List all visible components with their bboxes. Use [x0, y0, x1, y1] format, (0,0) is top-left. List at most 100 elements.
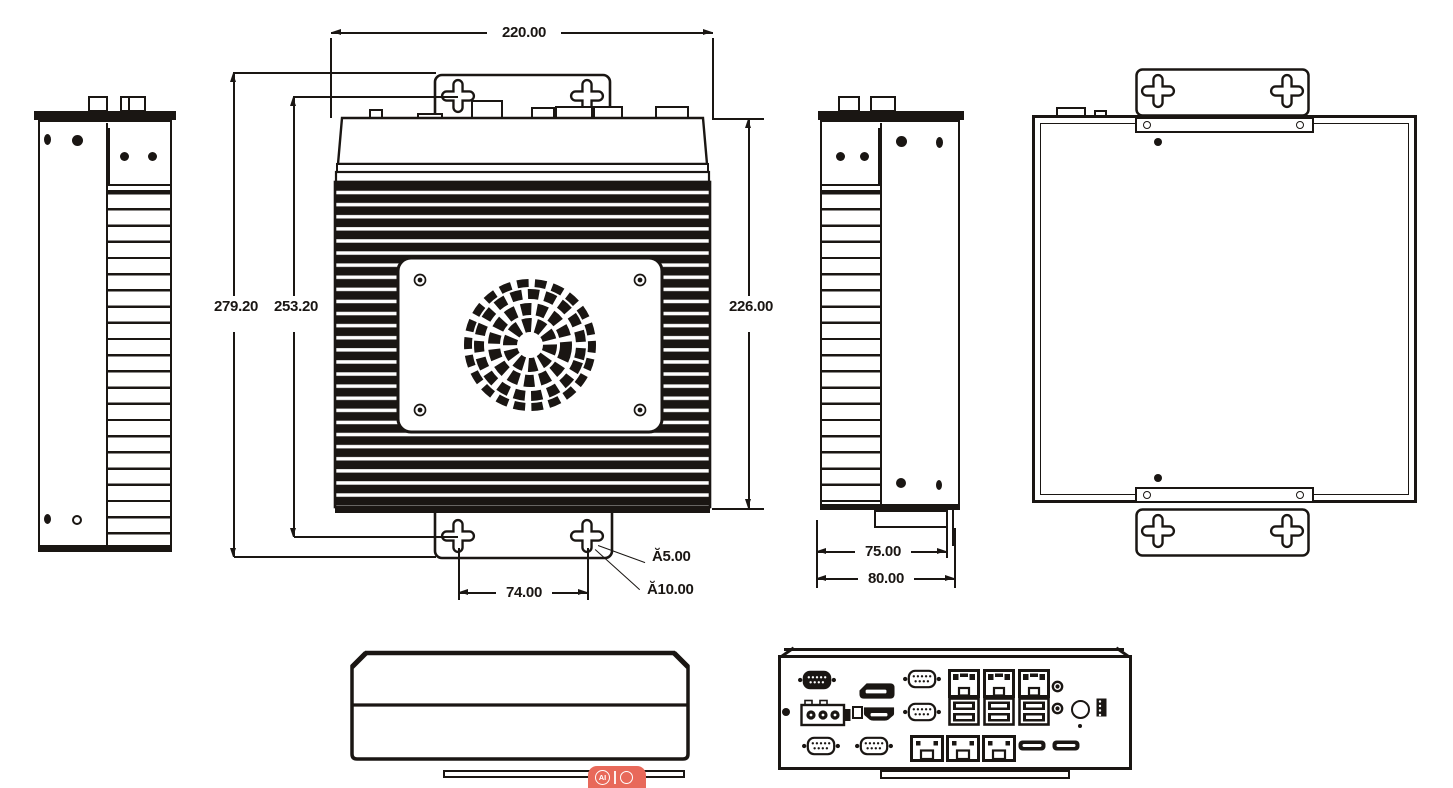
- extension-line: [712, 38, 714, 118]
- heatsink-fins: [108, 190, 170, 542]
- usb-slim-port-icon: [1052, 740, 1080, 751]
- screw-icon: [44, 134, 51, 145]
- top-edge-line: [784, 648, 1124, 651]
- extension-line: [946, 522, 948, 558]
- top-connector-tab: [120, 96, 146, 112]
- rj45-lan-port-icon: [1018, 669, 1050, 698]
- rear-view: [1028, 62, 1428, 562]
- dimension-arrow: [703, 29, 712, 35]
- dimension-arrow: [459, 589, 468, 595]
- serial-db9-port-icon: [796, 670, 838, 690]
- ai-logo-icon: AI: [595, 769, 610, 785]
- extension-line: [712, 508, 764, 510]
- usb-dual-port-icon: [1018, 697, 1050, 726]
- top-connector-tab: [870, 96, 896, 112]
- side-view-right: [810, 90, 970, 590]
- top-cap-edge: [34, 111, 176, 120]
- screw-icon: [1154, 474, 1162, 482]
- dimension-arrow: [817, 548, 826, 554]
- dimension-arrow: [230, 548, 236, 557]
- serial-db9-port-icon: [901, 669, 943, 689]
- extension-line: [458, 548, 460, 600]
- extension-line: [294, 96, 458, 98]
- front-view: [333, 73, 712, 560]
- bracket-mount-strip: [1135, 117, 1314, 133]
- heatsink-fins: [822, 190, 880, 504]
- dim-outer-height-label: 279.20: [206, 298, 266, 315]
- dimension-arrow: [745, 499, 751, 508]
- enclosure-outline: [350, 650, 690, 761]
- ai-watermark-badge[interactable]: AI: [588, 766, 646, 788]
- fan-grille-icon: [464, 279, 596, 411]
- io-panel-view: [778, 643, 1138, 785]
- stand-foot: [443, 770, 685, 778]
- dim-body-height-label: 226.00: [721, 298, 781, 315]
- screw-icon: [860, 152, 869, 161]
- serial-db9-port-icon: [800, 736, 842, 756]
- screw-icon: [72, 135, 83, 146]
- dimension-line: [293, 332, 295, 537]
- extension-line: [816, 520, 818, 588]
- chassis-inner-line: [1040, 123, 1409, 495]
- rj45-lan-port-icon: [948, 669, 980, 698]
- watermark-circle-icon: [619, 770, 633, 784]
- dimension-arrow: [290, 97, 296, 106]
- usb-slim-port-icon: [1018, 740, 1046, 751]
- screw-icon: [148, 152, 157, 161]
- extension-line: [234, 556, 436, 558]
- watermark-divider: [614, 770, 616, 784]
- base-edge: [822, 504, 960, 510]
- extension-line: [712, 118, 764, 120]
- rear-flange-line: [952, 510, 955, 546]
- rj45-lan-port-icon: [946, 735, 980, 762]
- switch-slot: [852, 706, 863, 719]
- dim-depth-body-label: 75.00: [855, 543, 911, 560]
- screw-icon: [120, 152, 129, 161]
- top-connector-tab: [88, 96, 108, 112]
- screw-icon: [44, 514, 51, 524]
- dimension-arrow: [290, 528, 296, 537]
- rj45-lan-port-icon: [983, 669, 1015, 698]
- rj45-lan-port-icon: [910, 735, 944, 762]
- audio-jack-icon: [1051, 702, 1064, 715]
- displayport-icon: [859, 683, 895, 699]
- dimension-line: [293, 96, 295, 296]
- extension-line: [294, 536, 458, 538]
- screw-icon: [413, 273, 647, 417]
- side-view-left: [28, 90, 183, 570]
- hole-slot-dia-label: Ă5.00: [650, 548, 693, 565]
- power-button: [1071, 700, 1090, 719]
- power-led: [1078, 724, 1082, 728]
- dimension-line: [748, 118, 750, 296]
- serial-db9-port-icon: [853, 736, 895, 756]
- dimension-arrow: [945, 575, 954, 581]
- base-edge: [38, 545, 172, 552]
- top-cover-slope: [336, 116, 709, 166]
- dimension-arrow: [937, 548, 946, 554]
- dim-top-width-label: 220.00: [487, 24, 561, 41]
- screw-icon: [1143, 121, 1151, 129]
- audio-jack-icon: [1051, 680, 1064, 693]
- bracket-edge-plate: [822, 128, 880, 186]
- dimension-arrow: [332, 29, 341, 35]
- dimension-line: [233, 332, 235, 557]
- serial-db9-port-icon: [901, 702, 943, 722]
- top-connector-tab: [838, 96, 860, 112]
- mount-bracket-top: [1135, 68, 1310, 117]
- cover-band: [334, 170, 711, 184]
- top-cap-edge: [818, 111, 964, 120]
- mount-bracket-bottom: [1135, 508, 1310, 557]
- cover-band: [336, 163, 709, 173]
- screw-icon: [1143, 491, 1151, 499]
- usb-dual-port-icon: [948, 697, 980, 726]
- base-edge: [335, 507, 710, 513]
- bracket-edge-plate: [108, 128, 170, 186]
- tab-detail-line: [128, 98, 130, 110]
- screw-icon: [936, 480, 942, 490]
- bracket-mount-strip: [1135, 487, 1314, 503]
- power-terminal-block-icon: [800, 699, 852, 727]
- panel-divider-line: [880, 123, 883, 507]
- screw-icon: [936, 137, 943, 148]
- panel-divider-line: [106, 123, 109, 547]
